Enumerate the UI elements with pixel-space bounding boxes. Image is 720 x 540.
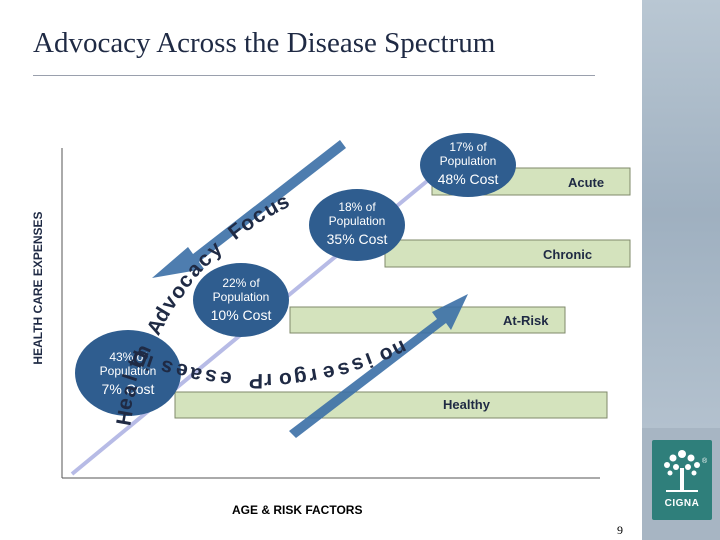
arc-text-letter: P (249, 368, 263, 392)
logo-wordmark: CIGNA (652, 498, 712, 509)
segment-stat-at-risk: 22% of Population 10% Cost (195, 276, 287, 324)
segment-cost: 48% Cost (422, 170, 514, 188)
arc-text-letter: o (278, 366, 293, 391)
band-label-at-risk: At-Risk (503, 313, 549, 328)
segment-population: Population (311, 214, 403, 228)
y-axis-label: HEALTH CARE EXPENSES (31, 211, 45, 364)
segment-stat-acute: 17% of Population 48% Cost (422, 140, 514, 188)
decorative-sidebar-image (642, 0, 720, 428)
page-number: 9 (617, 523, 623, 538)
arc-text-letter: e (218, 366, 232, 391)
segment-population: Population (195, 290, 287, 304)
segment-stat-chronic: 18% of Population 35% Cost (311, 200, 403, 248)
segment-pct: 17% of (422, 140, 514, 154)
band-chronic (385, 240, 630, 267)
arc-text-letter: r (264, 368, 273, 392)
band-healthy (175, 392, 607, 418)
band-label-healthy: Healthy (443, 397, 490, 412)
band-label-chronic: Chronic (543, 247, 592, 262)
x-axis-label: AGE & RISK FACTORS (232, 503, 362, 517)
segment-pct: 18% of (311, 200, 403, 214)
tree-icon (652, 440, 712, 496)
disease-spectrum-diagram (0, 0, 642, 540)
band-label-acute: Acute (568, 175, 604, 190)
segment-pct: 22% of (195, 276, 287, 290)
arc-text-letter: g (292, 365, 308, 390)
segment-population: Population (422, 154, 514, 168)
registered-mark: ® (702, 458, 707, 465)
segment-cost: 10% Cost (195, 306, 287, 324)
segment-cost: 35% Cost (311, 230, 403, 248)
